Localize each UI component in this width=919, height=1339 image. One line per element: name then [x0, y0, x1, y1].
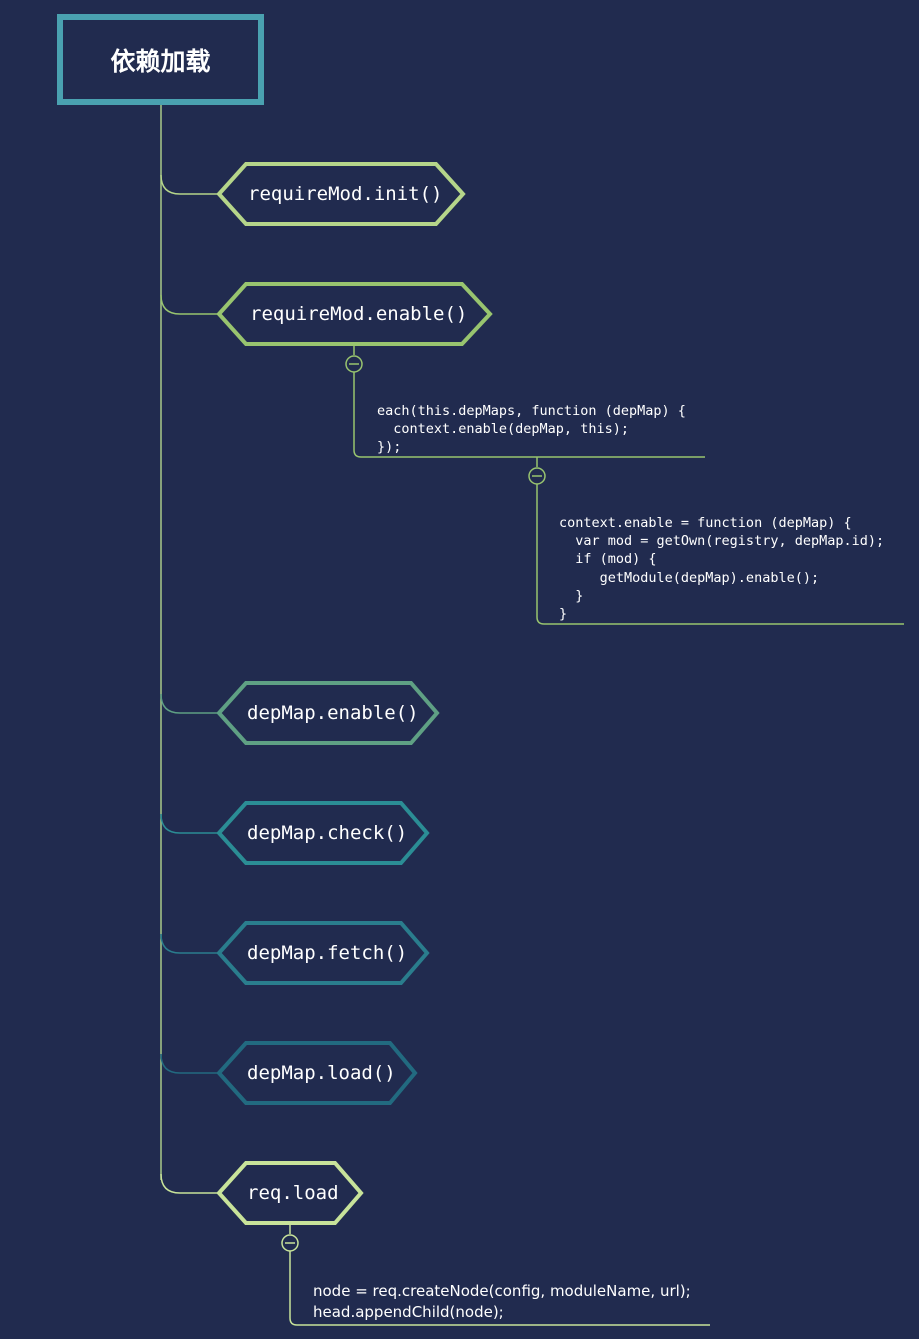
node-hexagon-depmap-enable[interactable]	[216, 681, 440, 745]
node-label-depmap-fetch: depMap.fetch()	[247, 942, 408, 964]
branch-connector	[160, 174, 219, 195]
node-label-init: requireMod.init()	[248, 183, 443, 205]
collapse-toggle-icon[interactable]	[528, 467, 546, 485]
branch-connector	[160, 294, 219, 315]
root-topic[interactable]: 依赖加载	[57, 14, 264, 105]
node-hexagon-enable[interactable]	[216, 282, 493, 346]
note-bracket-enable-each	[353, 372, 705, 458]
branch-connector	[160, 1173, 219, 1194]
note-bracket-context-enable	[536, 484, 904, 625]
collapse-toggle-icon[interactable]	[281, 1234, 299, 1252]
node-label-depmap-enable: depMap.enable()	[247, 702, 419, 724]
branch-connector	[160, 1053, 219, 1074]
note-bracket-req-load	[289, 1251, 710, 1326]
node-label-depmap-load: depMap.load()	[247, 1062, 396, 1084]
node-hexagon-depmap-load[interactable]	[216, 1041, 418, 1105]
node-label-depmap-check: depMap.check()	[247, 822, 408, 844]
node-label-enable: requireMod.enable()	[250, 303, 468, 325]
node-hexagon-depmap-check[interactable]	[216, 801, 430, 865]
note-enable-each: each(this.depMaps, function (depMap) { c…	[377, 403, 686, 456]
note-req-load: node = req.createNode(config, moduleName…	[313, 1282, 691, 1321]
collapse-toggle-icon[interactable]	[345, 355, 363, 373]
branch-connector	[160, 933, 219, 954]
note-context-enable: context.enable = function (depMap) { var…	[559, 515, 885, 623]
node-hexagon-init[interactable]	[216, 162, 466, 226]
branch-connector	[160, 693, 219, 714]
branch-connector	[160, 813, 219, 834]
root-topic-label: 依赖加载	[110, 46, 211, 76]
node-hexagon-depmap-fetch[interactable]	[216, 921, 430, 985]
node-hexagon-req-load[interactable]	[216, 1161, 364, 1225]
node-label-req-load: req.load	[247, 1182, 339, 1204]
